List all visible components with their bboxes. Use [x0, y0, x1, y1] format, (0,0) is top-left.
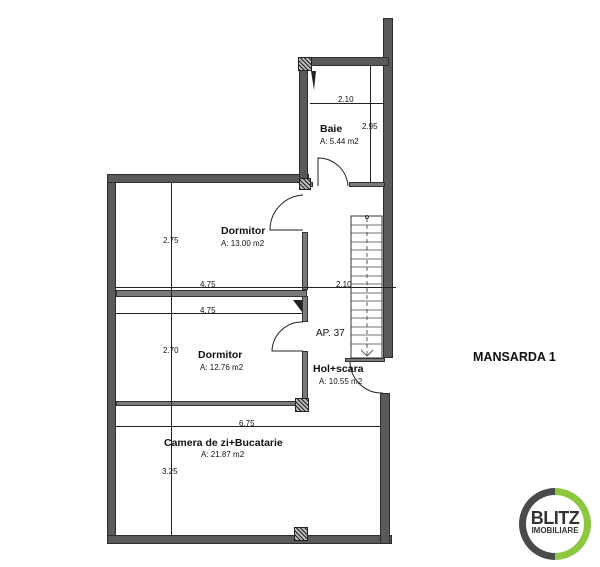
room-name-bath: Baie: [320, 123, 343, 135]
column-bed2: [295, 398, 309, 412]
room-area-bedroom-1: A: 13.00 m2: [221, 239, 265, 248]
column-bottom: [294, 527, 308, 541]
column-bath-bottom: [299, 178, 311, 190]
logo-text-imobiliare: IMOBILIARE: [531, 526, 579, 535]
wall-bottom-outer: [107, 535, 392, 544]
dim-label-bath-width: 2.10: [338, 95, 354, 104]
dim-bed1-h: [116, 287, 396, 288]
dim-bath-h: [310, 103, 384, 104]
dim-label-bedroom-1-width: 4.75: [200, 280, 216, 289]
dim-label-bedroom-2-height: 2.70: [163, 346, 179, 355]
blitz-logo: BLITZ IMOBILIARE: [519, 488, 591, 560]
dim-bed1-v: [171, 183, 172, 535]
apartment-label: AP. 37: [316, 328, 345, 339]
room-name-living-kitchen: Camera de zi+Bucatarie: [164, 437, 283, 449]
dim-label-living-height: 3.25: [162, 467, 178, 476]
plan-title: MANSARDA 1: [473, 350, 556, 364]
room-name-bedroom-2: Dormitor: [198, 349, 243, 361]
dim-bed2-h: [116, 313, 302, 314]
room-name-bedroom-1: Dormitor: [221, 225, 266, 237]
logo-text-blitz: BLITZ: [530, 508, 580, 528]
room-area-bedroom-2: A: 12.76 m2: [200, 363, 244, 372]
dim-living-h: [116, 426, 380, 427]
dim-label-hall-width: 2.10: [336, 280, 352, 289]
room-area-living-kitchen: A: 21.87 m2: [201, 450, 245, 459]
logo-ring-inner: [526, 495, 584, 553]
dim-label-living-width: 6.75: [239, 419, 255, 428]
wall-right-upper: [383, 18, 393, 358]
wall-bed-divider: [116, 290, 307, 297]
room-name-hall: Hol+scara: [313, 363, 364, 375]
room-area-hall: A: 10.55 m2: [319, 377, 363, 386]
room-area-bath: A: 5.44 m2: [320, 137, 359, 146]
dim-label-bath-height: 2.95: [362, 122, 378, 131]
wall-bed2-right: [302, 296, 308, 322]
wall-bath-bottom: [349, 182, 385, 187]
wall-bed1-right: [302, 232, 308, 290]
dim-label-bedroom-1-height: 2.75: [163, 236, 179, 245]
dim-label-bedroom-2-width: 4.75: [200, 306, 216, 315]
column-bath-top: [298, 57, 312, 71]
wall-right-lower: [380, 393, 390, 544]
dim-bath-v: [370, 66, 371, 183]
